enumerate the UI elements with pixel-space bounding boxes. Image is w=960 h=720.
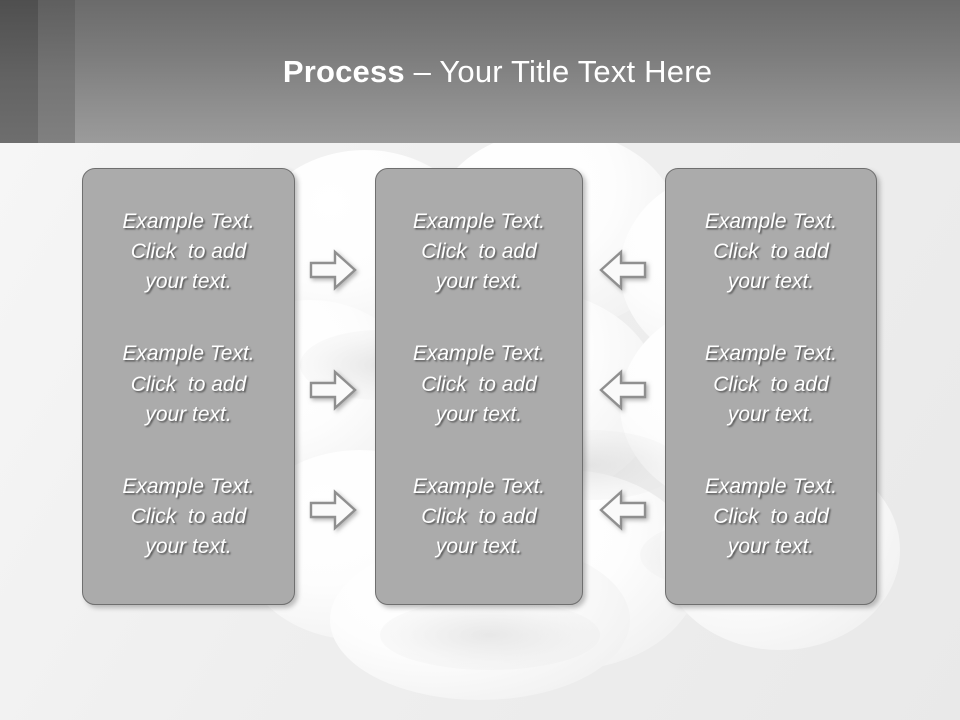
text-block[interactable]: Example Text. Click to add your text. <box>83 472 294 584</box>
process-box-1[interactable]: Example Text. Click to add your text. Ex… <box>82 168 295 605</box>
process-box-2[interactable]: Example Text. Click to add your text. Ex… <box>375 168 583 605</box>
arrow-left-icon <box>599 249 647 291</box>
text-block[interactable]: Example Text. Click to add your text. <box>666 472 876 584</box>
text-line-3: your text. <box>435 402 523 426</box>
text-block[interactable]: Example Text. Click to add your text. <box>376 207 582 319</box>
text-line-2: Click to add <box>713 372 829 396</box>
page-title: Process – Your Title Text Here <box>283 56 712 87</box>
text-block[interactable]: Example Text. Click to add your text. <box>666 339 876 451</box>
text-line-2: Click to add <box>130 372 247 396</box>
text-line-1: Example Text. <box>412 210 546 233</box>
text-line-1: Example Text. <box>412 342 546 366</box>
text-line-2: Click to add <box>421 372 537 396</box>
text-line-1: Example Text. <box>704 210 838 233</box>
text-line-2: Click to add <box>713 240 829 264</box>
arrow-left-icon <box>599 369 647 411</box>
text-line-2: Click to add <box>130 240 247 264</box>
text-line-1: Example Text. <box>122 474 255 498</box>
text-line-1: Example Text. <box>122 342 255 366</box>
arrow-right-icon <box>309 249 357 291</box>
process-box-3[interactable]: Example Text. Click to add your text. Ex… <box>665 168 877 605</box>
text-line-1: Example Text. <box>412 474 546 498</box>
page-title-strong: Process <box>282 54 405 89</box>
text-line-2: Click to add <box>421 504 537 528</box>
arrow-right-icon <box>309 489 357 531</box>
text-line-3: your text. <box>435 535 523 559</box>
arrow-left-icon <box>599 489 647 531</box>
text-block[interactable]: Example Text. Click to add your text. <box>666 207 876 319</box>
text-line-3: your text. <box>727 535 815 559</box>
arrow-right-icon <box>309 369 357 411</box>
text-block[interactable]: Example Text. Click to add your text. <box>376 472 582 584</box>
text-line-1: Example Text. <box>704 342 838 366</box>
text-line-3: your text. <box>145 535 232 559</box>
text-line-3: your text. <box>145 402 232 426</box>
text-line-3: your text. <box>145 270 232 294</box>
text-line-3: your text. <box>727 270 815 294</box>
text-line-3: your text. <box>727 402 815 426</box>
text-block[interactable]: Example Text. Click to add your text. <box>83 339 294 451</box>
header-accent-strip-mid <box>38 0 75 143</box>
page-title-rest: – Your Title Text Here <box>404 54 713 89</box>
text-line-3: your text. <box>435 270 523 294</box>
slide-header: Process – Your Title Text Here <box>0 0 960 143</box>
text-line-2: Click to add <box>713 504 829 528</box>
text-block[interactable]: Example Text. Click to add your text. <box>83 207 294 319</box>
header-accent-strip-dark <box>0 0 38 143</box>
text-line-1: Example Text. <box>122 210 255 233</box>
text-line-2: Click to add <box>421 240 537 264</box>
text-line-1: Example Text. <box>704 474 838 498</box>
text-block[interactable]: Example Text. Click to add your text. <box>376 339 582 451</box>
header-title-bar: Process – Your Title Text Here <box>75 0 960 143</box>
text-line-2: Click to add <box>130 504 247 528</box>
